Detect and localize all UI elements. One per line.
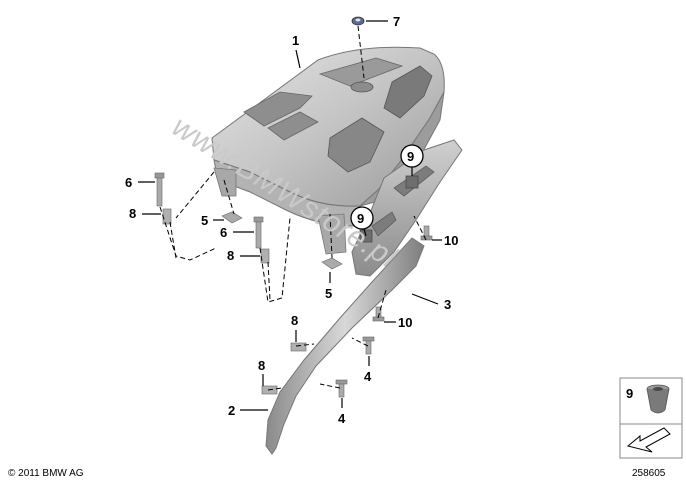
- callout-label: 8: [291, 313, 298, 328]
- nut-part: [221, 211, 343, 270]
- callout-4a: 4: [364, 356, 372, 384]
- callout-label: 6: [125, 175, 132, 190]
- grab-rail-part: [265, 237, 425, 455]
- callout-label: 9: [407, 149, 414, 164]
- callout-label: 5: [201, 213, 208, 228]
- spacer-part: [162, 208, 307, 395]
- callout-6a: 6: [125, 175, 155, 190]
- callout-8d: 8: [258, 358, 265, 386]
- callout-8a: 8: [129, 206, 161, 221]
- assembly-lines: [159, 25, 427, 391]
- callout-7: 7: [366, 14, 400, 29]
- inset-label: 9: [626, 386, 633, 401]
- bushing-part: [359, 175, 419, 243]
- inset-box: 9: [619, 377, 683, 459]
- screw-part: [335, 225, 433, 398]
- callout-label: 8: [258, 358, 265, 373]
- bushing-icon: [646, 384, 670, 414]
- clip-part: [351, 16, 365, 26]
- callout-10b: 10: [384, 315, 412, 330]
- bolt-part: [154, 172, 264, 249]
- callout-8c: 8: [291, 313, 298, 342]
- callout-label: 4: [338, 411, 346, 426]
- copyright-text: © 2011 BMW AG: [8, 468, 84, 479]
- callout-label: 4: [364, 369, 372, 384]
- callout-4b: 4: [338, 398, 346, 426]
- callout-label: 7: [393, 14, 400, 29]
- callout-label: 10: [444, 233, 458, 248]
- drawing-number: 258605: [632, 468, 666, 479]
- luggage-rack-part: [211, 46, 445, 255]
- callout-label: 9: [357, 211, 364, 226]
- callout-5a: 5: [201, 213, 224, 228]
- callout-label: 3: [444, 297, 451, 312]
- callout-label: 1: [292, 33, 299, 48]
- callout-label: 10: [398, 315, 412, 330]
- callout-10a: 10: [432, 233, 458, 248]
- callout-9b: 9: [350, 206, 374, 237]
- callout-1: 1: [292, 33, 301, 69]
- direction-arrow-icon: [626, 427, 671, 453]
- callout-5b: 5: [325, 272, 332, 301]
- callout-label: 2: [228, 403, 235, 418]
- callout-2: 2: [228, 403, 268, 418]
- callout-3: 3: [411, 293, 451, 312]
- callout-label: 8: [129, 206, 136, 221]
- callout-8b: 8: [227, 248, 260, 263]
- callout-label: 8: [227, 248, 234, 263]
- callout-label: 5: [325, 286, 332, 301]
- callout-label: 6: [220, 225, 227, 240]
- callout-9a: 9: [400, 144, 424, 176]
- callout-6b: 6: [220, 225, 254, 240]
